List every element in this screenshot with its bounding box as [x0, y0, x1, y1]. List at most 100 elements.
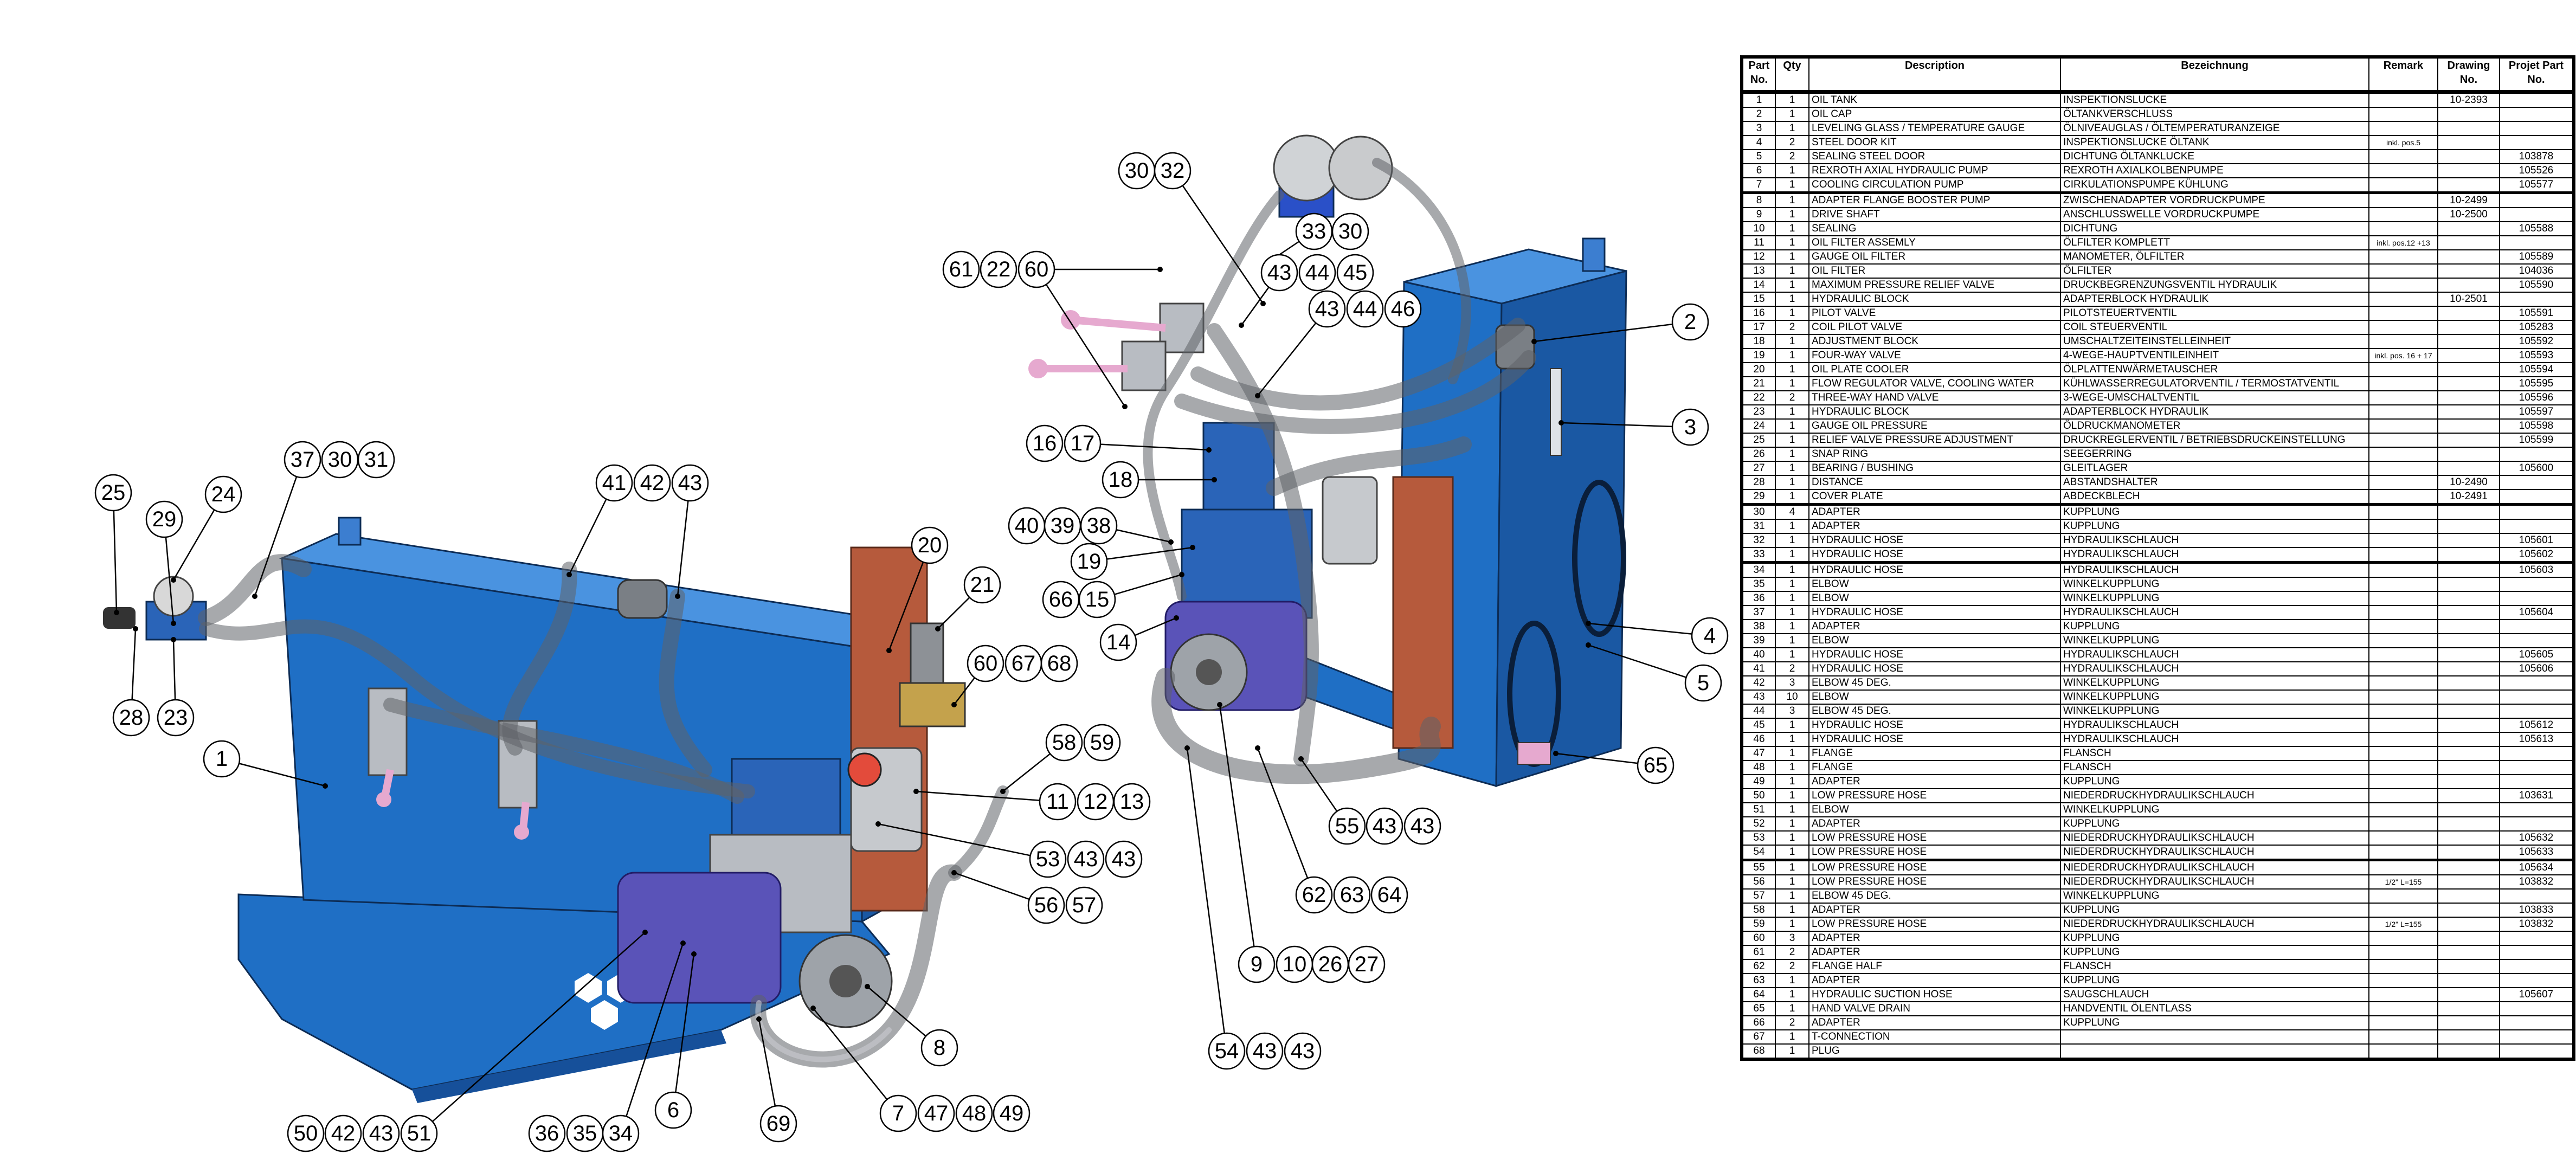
leader-line [1114, 573, 1182, 595]
cell-remark [2368, 362, 2438, 377]
leader-line [626, 943, 684, 1117]
cell-description: HYDRAULIC HOSE [1808, 547, 2061, 564]
cell-bezeichnung: FLANSCH [2060, 760, 2369, 775]
cell-remark [2368, 1043, 2438, 1060]
balloon-number: 65 [1644, 753, 1668, 777]
cell-part-no: 17 [1741, 320, 1776, 335]
balloon-circle [145, 500, 183, 538]
cell-part-no: 16 [1741, 306, 1776, 321]
cell-description: HYDRAULIC HOSE [1808, 718, 2061, 733]
cell-projet-part-no [2499, 577, 2574, 592]
cell-bezeichnung: HANDVENTIL ÖLENTLASS [2060, 1001, 2369, 1016]
cell-remark [2368, 221, 2438, 236]
cell-description: ADAPTER [1808, 973, 2061, 988]
balloon-number: 55 [1335, 814, 1360, 838]
cell-description: ELBOW [1808, 689, 2061, 705]
cell-qty: 1 [1775, 547, 1809, 564]
cell-projet-part-no [2499, 633, 2574, 648]
cell-description: LOW PRESSURE HOSE [1808, 830, 2061, 846]
cell-bezeichnung: DRUCKBEGRENZUNGSVENTIL HYDRAULIK [2060, 278, 2369, 293]
balloon-circle [942, 250, 980, 288]
balloon-circle [1102, 461, 1139, 499]
oil-plate-cooler [850, 546, 928, 912]
cell-description: ADAPTER [1808, 945, 2061, 960]
leader-dot [1586, 621, 1591, 626]
balloon-circle [1078, 581, 1116, 618]
cell-projet-part-no [2499, 107, 2574, 122]
cell-description: GAUGE OIL PRESSURE [1808, 418, 2061, 434]
cell-bezeichnung: ÖLNIVEAUGLAS / ÖLTEMPERATURANZEIGE [2060, 121, 2369, 136]
cell-remark [2368, 334, 2438, 349]
cell-drawing-no [2437, 107, 2500, 122]
balloon-number: 38 [1087, 514, 1111, 538]
cell-part-no: 59 [1741, 917, 1776, 932]
cell-drawing-no: 10-2491 [2437, 489, 2500, 506]
cell-projet-part-no [2499, 1015, 2574, 1030]
callout-balloon: 27 [1348, 945, 1386, 983]
balloon-circle [1027, 886, 1065, 924]
callout-balloon: 43 [1308, 290, 1346, 328]
cell-bezeichnung: HYDRAULIKSCHLAUCH [2060, 647, 2369, 662]
cell-remark [2368, 945, 2438, 960]
callout-balloon: 13 [1113, 783, 1151, 821]
leader-dot [1168, 539, 1174, 545]
leader-dot [951, 870, 957, 875]
cell-drawing-no: 10-2499 [2437, 192, 2500, 208]
cell-qty: 1 [1775, 732, 1809, 747]
cell-part-no: 37 [1741, 605, 1776, 620]
leader-line [1134, 617, 1177, 636]
cell-projet-part-no: 105606 [2499, 661, 2574, 676]
cell-projet-part-no: 105591 [2499, 306, 2574, 321]
leader-dot [1255, 745, 1260, 751]
balloon-number: 51 [407, 1122, 432, 1145]
callout-balloon: 47 [917, 1094, 955, 1132]
cell-drawing-no [2437, 1029, 2500, 1045]
cell-remark [2368, 1001, 2438, 1016]
cell-drawing-no: 10-2393 [2437, 91, 2500, 108]
cell-bezeichnung: DICHTUNG ÖLTANKLUCKE [2060, 149, 2369, 164]
cell-part-no: 15 [1741, 292, 1776, 307]
cell-part-no: 32 [1741, 533, 1776, 548]
cell-drawing-no [2437, 334, 2500, 349]
cell-part-no: 49 [1741, 774, 1776, 789]
leader-dot [756, 1016, 762, 1022]
balloon-number: 59 [1090, 731, 1115, 755]
leader-dot [642, 930, 648, 935]
cell-remark [2368, 931, 2438, 946]
cell-remark [2368, 149, 2438, 164]
cell-part-no: 30 [1741, 504, 1776, 520]
cell-drawing-no [2437, 931, 2500, 946]
cell-drawing-no [2437, 547, 2500, 564]
callout-balloon: 4 [1691, 617, 1729, 655]
callout-balloon: 51 [400, 1114, 438, 1152]
leader-dot [1206, 447, 1212, 453]
balloon-circle [284, 441, 321, 479]
balloon-circle [911, 526, 949, 564]
cell-description: ADAPTER [1808, 619, 2061, 634]
cell-qty: 1 [1775, 802, 1809, 817]
balloon-number: 17 [1071, 431, 1095, 455]
cell-part-no: 54 [1741, 845, 1776, 861]
cell-qty: 2 [1775, 149, 1809, 164]
cell-remark [2368, 533, 2438, 548]
cell-part-no: 31 [1741, 519, 1776, 534]
balloon-number: 29 [152, 507, 177, 531]
cell-part-no: 34 [1741, 562, 1776, 578]
cell-part-no: 22 [1741, 390, 1776, 405]
balloon-number: 60 [1025, 257, 1049, 281]
leader-dot [1000, 789, 1006, 794]
leader-dot [1184, 745, 1190, 751]
cell-remark [2368, 987, 2438, 1002]
balloon-number: 25 [101, 481, 126, 505]
cell-drawing-no [2437, 504, 2500, 520]
cell-description: ELBOW [1808, 591, 2061, 606]
cell-part-no: 29 [1741, 489, 1776, 506]
cell-part-no: 68 [1741, 1043, 1776, 1060]
